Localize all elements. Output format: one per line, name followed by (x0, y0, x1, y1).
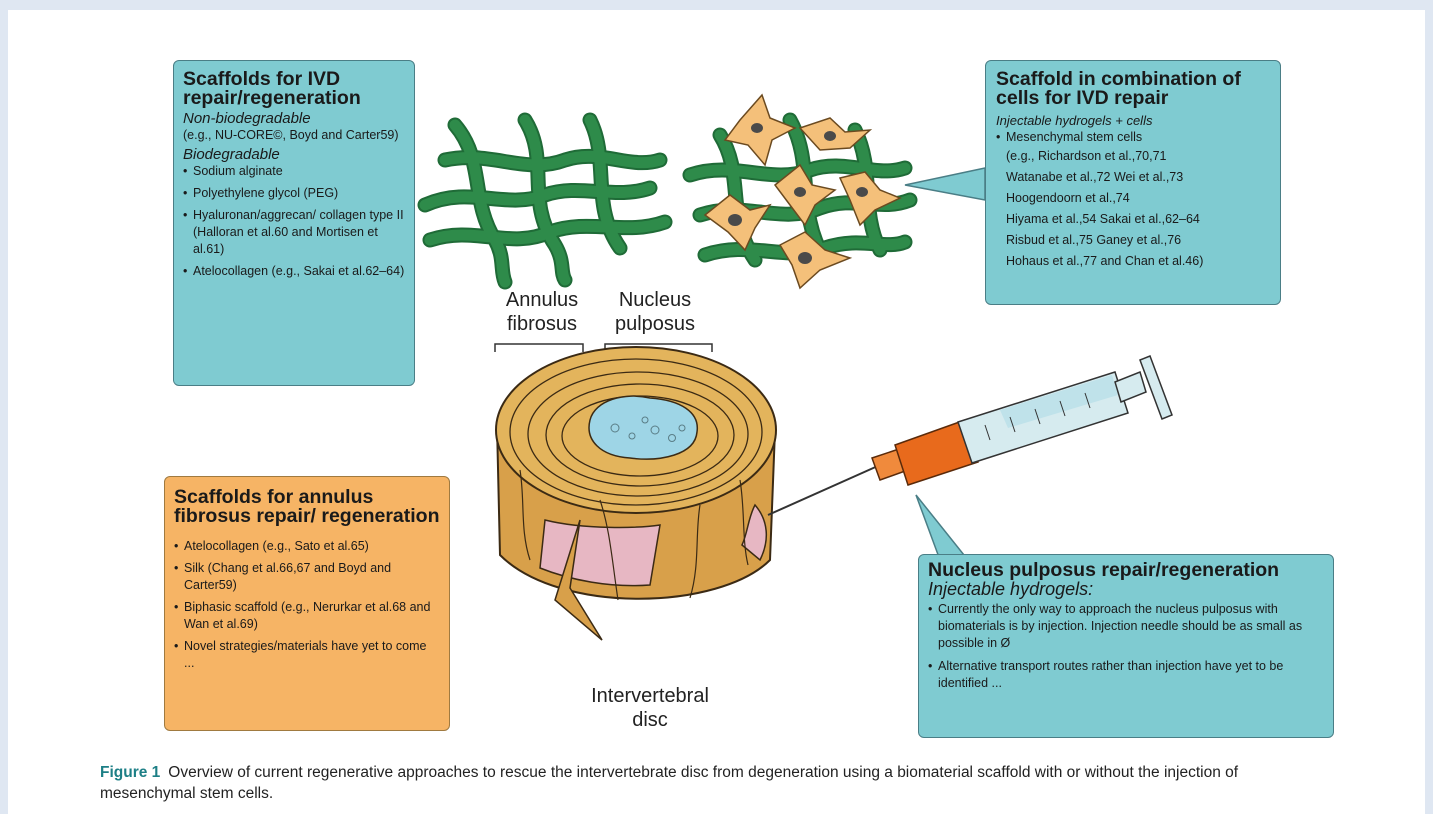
scaffolds-af-box: Scaffolds for annulus fibrosus repair/ r… (164, 476, 450, 731)
list-item: Alternative transport routes rather than… (928, 658, 1324, 692)
list-item: Silk (Chang et al.66,67 and Boyd and Car… (174, 560, 440, 594)
scaffolds-af-title: Scaffolds for annulus fibrosus repair/ r… (174, 488, 440, 526)
intervertebral-disc-illustration (496, 347, 776, 640)
intervertebral-disc-label: Intervertebral disc (575, 684, 725, 732)
figure-number: Figure 1 (100, 764, 160, 781)
list-item: Biphasic scaffold (e.g., Nerurkar et al.… (174, 599, 440, 633)
nucleus-pulposus-label: Nucleus pulposus (600, 288, 710, 336)
reference-line: Hoogendoorn et al.,74 (1006, 188, 1271, 209)
reference-line: Hiyama et al.,54 Sakai et al.,62–64 (1006, 209, 1271, 230)
annulus-fibrosus-label: Annulus fibrosus (492, 288, 592, 336)
np-callout-pointer (916, 495, 968, 560)
list-item: Hyaluronan/aggrecan/ collagen type II (H… (183, 207, 405, 258)
syringe-illustration (768, 356, 1172, 515)
annulus-bracket (495, 344, 583, 352)
scaffold-cells-subtitle: Injectable hydrogels + cells (996, 112, 1271, 129)
np-repair-list: Currently the only way to approach the n… (928, 601, 1324, 692)
scaffold-cells-box: Scaffold in combination of cells for IVD… (985, 60, 1281, 305)
cells-callout-pointer (905, 168, 985, 200)
np-repair-box: Nucleus pulposus repair/regeneration Inj… (918, 554, 1334, 738)
np-repair-title: Nucleus pulposus repair/regeneration (928, 561, 1324, 580)
list-item: Novel strategies/materials have yet to c… (174, 638, 440, 672)
list-item: Mesenchymal stem cells (996, 129, 1271, 146)
reference-line: Risbud et al.,75 Ganey et al.,76 (1006, 230, 1271, 251)
reference-line: Watanabe et al.,72 Wei et al.,73 (1006, 167, 1271, 188)
scaffold-cells-title: Scaffold in combination of cells for IVD… (996, 70, 1271, 108)
reference-list: (e.g., Richardson et al.,70,71 Watanabe … (996, 146, 1271, 272)
list-item: Atelocollagen (e.g., Sakai et al.62–64) (183, 263, 405, 280)
non-biodegradable-heading: Non-biodegradable (183, 110, 405, 127)
scaffold-with-cells-illustration (690, 95, 910, 288)
non-biodegradable-text: (e.g., NU-CORE©, Boyd and Carter59) (183, 127, 405, 144)
scaffolds-af-list: Atelocollagen (e.g., Sato et al.65) Silk… (174, 538, 440, 672)
list-item: Atelocollagen (e.g., Sato et al.65) (174, 538, 440, 555)
scaffold-cells-list: Mesenchymal stem cells (996, 129, 1271, 146)
biodegradable-list: Sodium alginate Polyethylene glycol (PEG… (183, 163, 405, 280)
caption-text: Overview of current regenerative approac… (100, 764, 1238, 802)
list-item: Sodium alginate (183, 163, 405, 180)
biodegradable-heading: Biodegradable (183, 146, 405, 163)
scaffolds-ivd-title: Scaffolds for IVD repair/regeneration (183, 70, 405, 108)
scaffold-mesh-illustration (425, 120, 665, 282)
list-item: Currently the only way to approach the n… (928, 601, 1324, 652)
scaffolds-ivd-box: Scaffolds for IVD repair/regeneration No… (173, 60, 415, 386)
reference-line: (e.g., Richardson et al.,70,71 (1006, 146, 1271, 167)
reference-line: Hohaus et al.,77 and Chan et al.46) (1006, 251, 1271, 272)
list-item: Polyethylene glycol (PEG) (183, 185, 405, 202)
np-repair-subtitle: Injectable hydrogels: (928, 580, 1324, 599)
